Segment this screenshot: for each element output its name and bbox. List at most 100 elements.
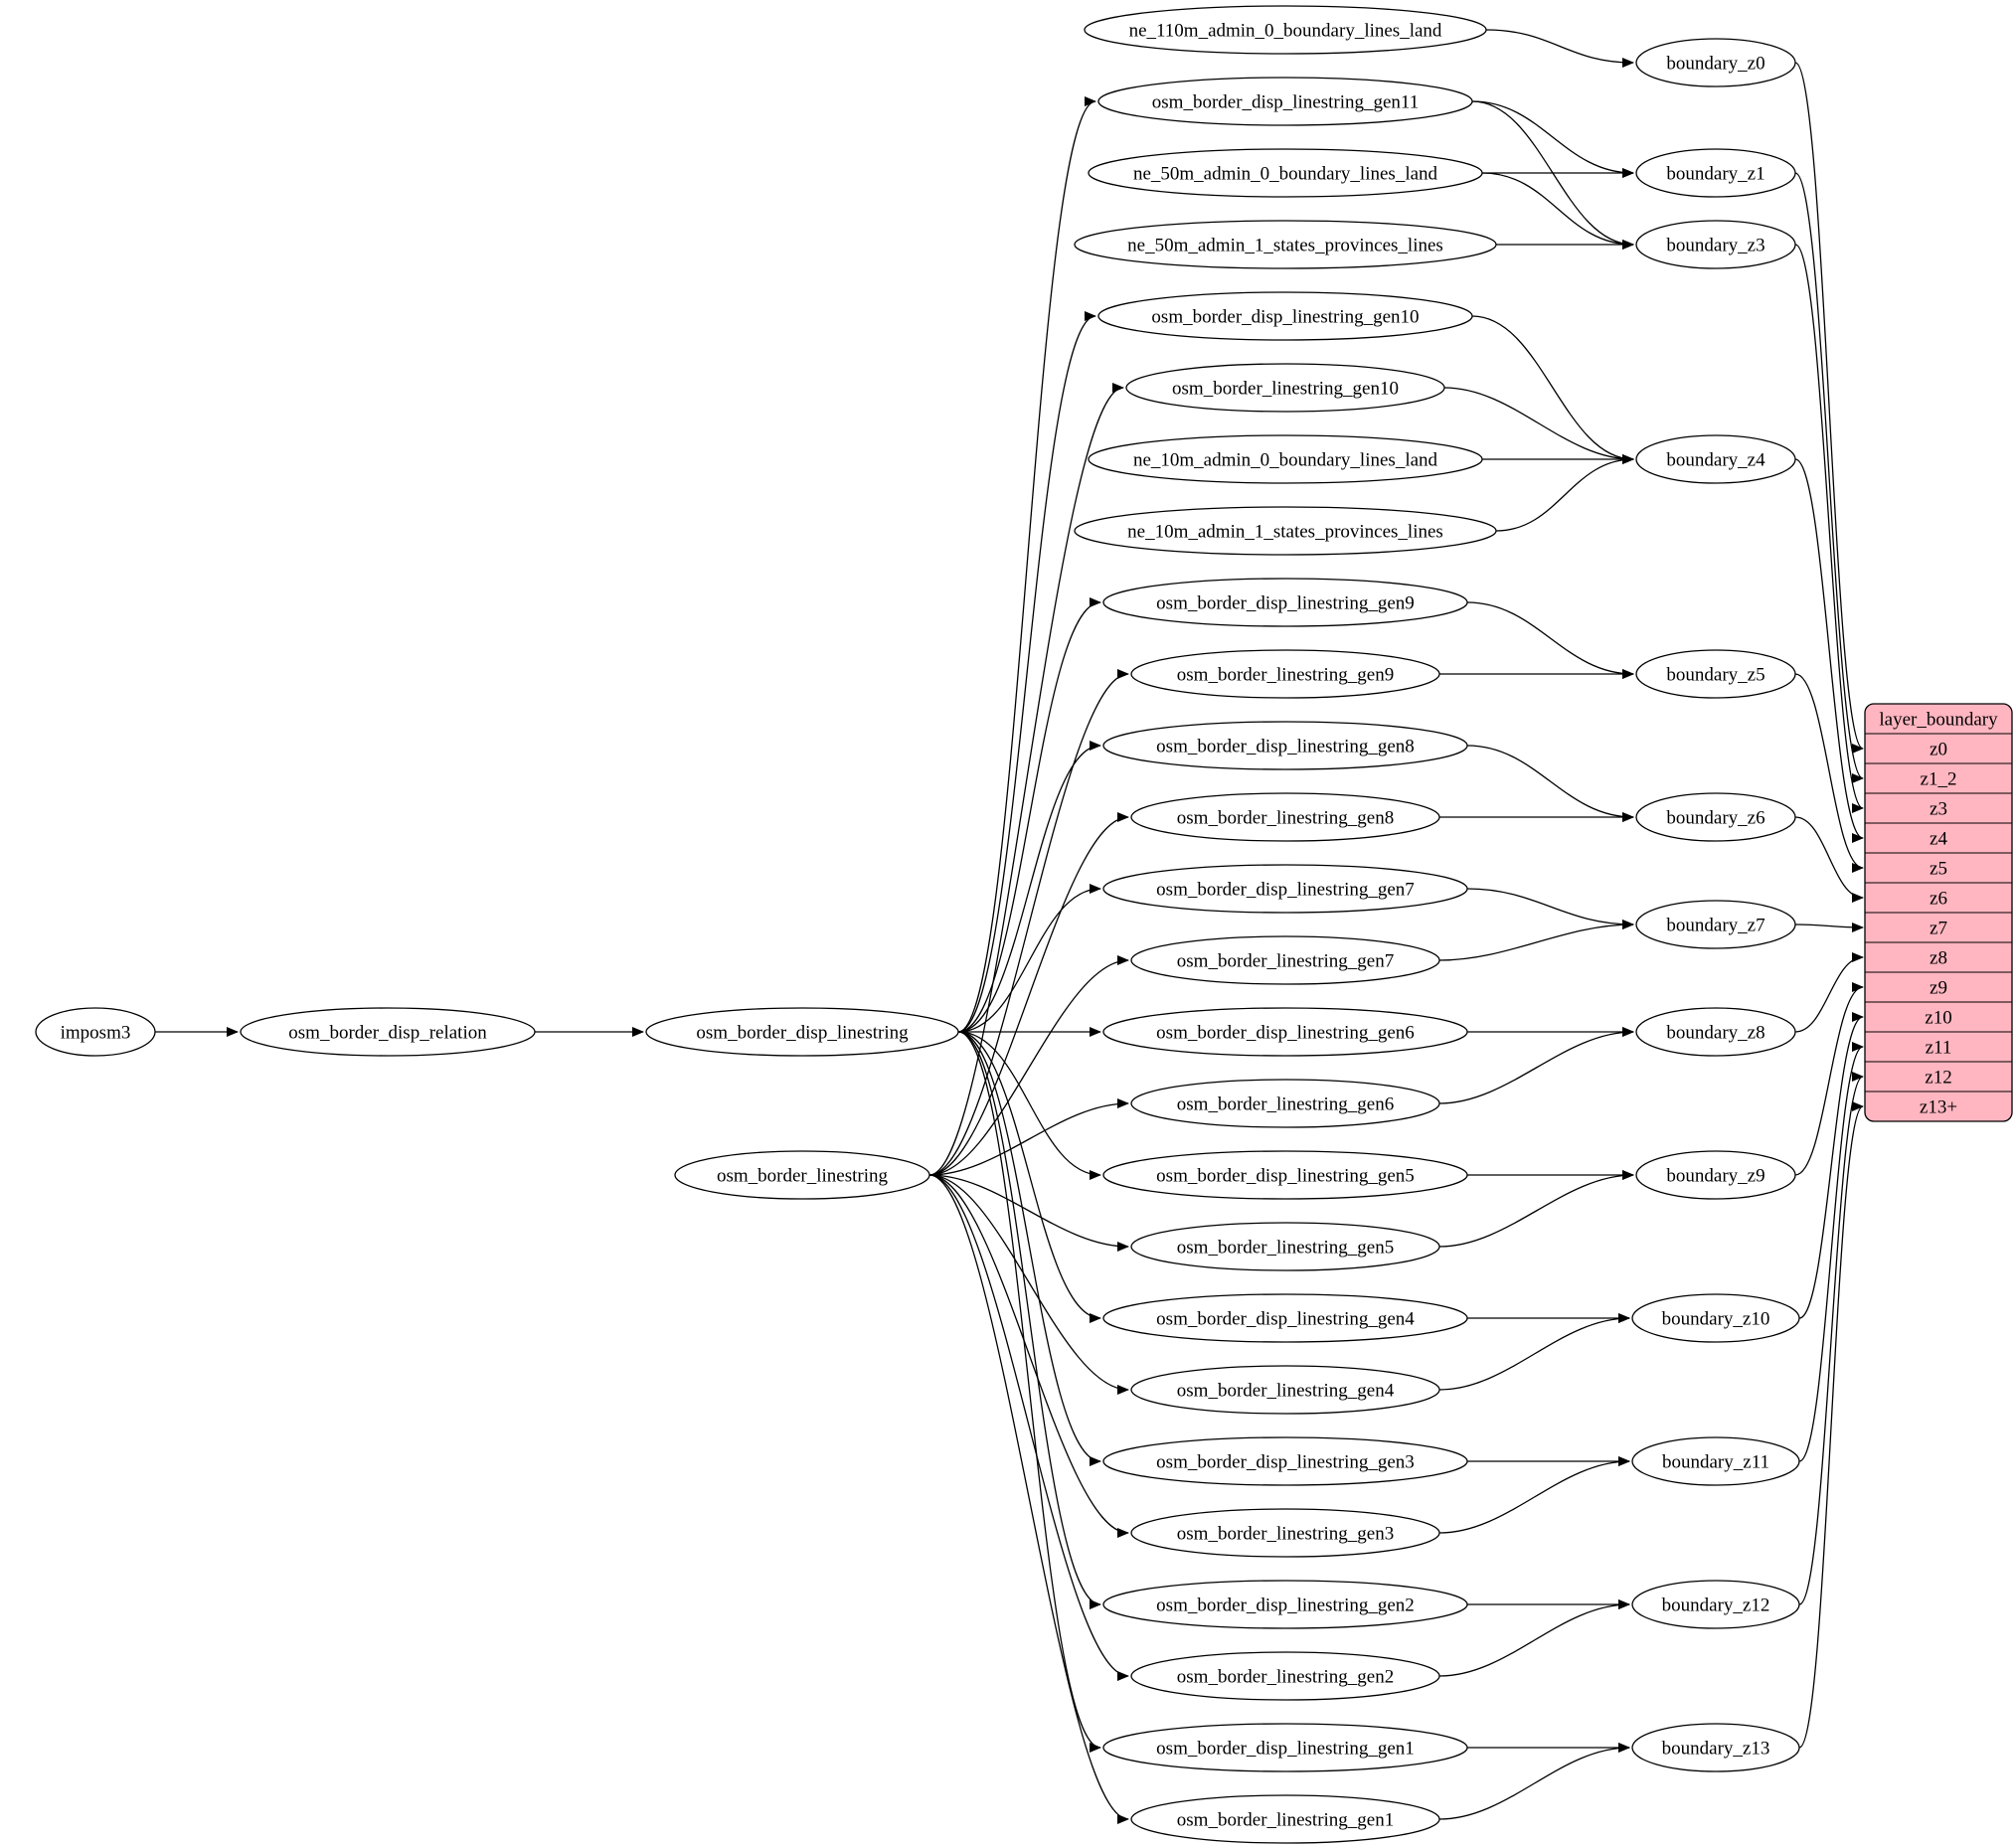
node-osm_border_linestring: osm_border_linestring xyxy=(674,1150,930,1200)
edge-osm_border_linestring_gen10-boundary_z4 xyxy=(1443,387,1634,464)
node-label-boundary_z0: boundary_z0 xyxy=(1666,54,1764,75)
node-label-boundary_z8: boundary_z8 xyxy=(1666,1023,1764,1044)
node-boundary_z12: boundary_z12 xyxy=(1631,1580,1800,1629)
edge-osm_border_disp_linestring_gen11-boundary_z1 xyxy=(1471,100,1634,178)
node-boundary_z1: boundary_z1 xyxy=(1635,148,1796,198)
node-label-osm_border_linestring_gen9: osm_border_linestring_gen9 xyxy=(1177,665,1394,686)
node-shape-osm_border_linestring xyxy=(674,1150,930,1200)
edge-osm_border_linestring-osm_border_linestring_gen9 xyxy=(928,669,1129,1176)
node-shape-osm_border_disp_linestring_gen6 xyxy=(1102,1007,1468,1057)
node-osm_border_linestring_gen2: osm_border_linestring_gen2 xyxy=(1130,1651,1440,1701)
node-shape-osm_border_linestring_gen10 xyxy=(1125,363,1445,413)
edge-osm_border_disp_linestring-osm_border_disp_linestring_gen7 xyxy=(957,884,1101,1033)
node-label-osm_border_disp_linestring_gen10: osm_border_disp_linestring_gen10 xyxy=(1151,307,1419,328)
node-boundary_z7: boundary_z7 xyxy=(1635,900,1796,949)
node-label-osm_border_linestring: osm_border_linestring xyxy=(717,1166,889,1187)
node-osm_border_linestring_gen6: osm_border_linestring_gen6 xyxy=(1130,1079,1440,1128)
node-label-ne_110m_admin_0_boundary_lines_land: ne_110m_admin_0_boundary_lines_land xyxy=(1129,21,1442,42)
edge-layer xyxy=(155,29,1864,1824)
node-label-boundary_z13: boundary_z13 xyxy=(1662,1739,1770,1760)
edge-boundary_z1-layer_boundary-z1_2 xyxy=(1794,172,1864,783)
node-ne_50m_admin_1_states_provinces_lines: ne_50m_admin_1_states_provinces_lines xyxy=(1074,220,1497,269)
node-ne_110m_admin_0_boundary_lines_land: ne_110m_admin_0_boundary_lines_land xyxy=(1084,5,1487,55)
node-label-osm_border_disp_linestring_gen1: osm_border_disp_linestring_gen1 xyxy=(1156,1739,1415,1760)
edge-osm_border_linestring-osm_border_linestring_gen5 xyxy=(928,1174,1129,1252)
node-label-osm_border_linestring_gen6: osm_border_linestring_gen6 xyxy=(1177,1094,1394,1115)
node-shape-boundary_z13 xyxy=(1631,1723,1800,1772)
node-label-boundary_z12: boundary_z12 xyxy=(1662,1596,1770,1616)
node-label-boundary_z9: boundary_z9 xyxy=(1666,1166,1764,1187)
node-osm_border_linestring_gen9: osm_border_linestring_gen9 xyxy=(1130,649,1440,699)
node-label-ne_50m_admin_0_boundary_lines_land: ne_50m_admin_0_boundary_lines_land xyxy=(1133,164,1438,185)
edge-osm_border_linestring-osm_border_linestring_gen4 xyxy=(928,1174,1129,1395)
node-osm_border_disp_linestring_gen7: osm_border_disp_linestring_gen7 xyxy=(1102,864,1468,914)
record-row-z6: z6 xyxy=(1930,889,1947,910)
node-label-osm_border_disp_linestring_gen5: osm_border_disp_linestring_gen5 xyxy=(1156,1166,1415,1187)
node-shape-osm_border_disp_linestring_gen3 xyxy=(1102,1436,1468,1486)
record-row-z0: z0 xyxy=(1930,740,1947,760)
edge-osm_border_disp_linestring_gen9-boundary_z5 xyxy=(1466,601,1634,679)
node-osm_border_linestring_gen10: osm_border_linestring_gen10 xyxy=(1125,363,1445,413)
edge-osm_border_disp_linestring_gen10-boundary_z4 xyxy=(1471,315,1634,464)
node-label-osm_border_linestring_gen4: osm_border_linestring_gen4 xyxy=(1177,1381,1395,1402)
node-boundary_z10: boundary_z10 xyxy=(1631,1293,1800,1343)
node-osm_border_disp_linestring_gen6: osm_border_disp_linestring_gen6 xyxy=(1102,1007,1468,1057)
edge-osm_border_linestring_gen5-boundary_z9 xyxy=(1438,1170,1634,1248)
node-osm_border_disp_linestring_gen1: osm_border_disp_linestring_gen1 xyxy=(1102,1723,1468,1772)
node-osm_border_linestring_gen1: osm_border_linestring_gen1 xyxy=(1130,1794,1440,1844)
node-ne_10m_admin_0_boundary_lines_land: ne_10m_admin_0_boundary_lines_land xyxy=(1088,434,1483,484)
node-label-osm_border_linestring_gen2: osm_border_linestring_gen2 xyxy=(1177,1667,1394,1688)
node-shape-osm_border_disp_linestring_gen5 xyxy=(1102,1150,1468,1200)
edge-boundary_z13-layer_boundary-z13+ xyxy=(1798,1101,1864,1749)
node-shape-boundary_z4 xyxy=(1635,434,1796,484)
node-label-osm_border_linestring_gen7: osm_border_linestring_gen7 xyxy=(1177,951,1394,972)
node-osm_border_linestring_gen7: osm_border_linestring_gen7 xyxy=(1130,935,1440,985)
node-osm_border_disp_linestring_gen2: osm_border_disp_linestring_gen2 xyxy=(1102,1580,1468,1629)
record-row-z5: z5 xyxy=(1930,859,1947,880)
node-boundary_z8: boundary_z8 xyxy=(1635,1007,1796,1057)
node-shape-osm_border_disp_linestring xyxy=(645,1007,959,1057)
node-label-boundary_z5: boundary_z5 xyxy=(1666,665,1764,686)
node-shape-ne_110m_admin_0_boundary_lines_land xyxy=(1084,5,1487,55)
node-shape-boundary_z5 xyxy=(1635,649,1796,699)
node-label-osm_border_disp_linestring_gen7: osm_border_disp_linestring_gen7 xyxy=(1156,880,1415,901)
node-shape-osm_border_linestring_gen7 xyxy=(1130,935,1440,985)
edge-osm_border_disp_linestring_gen8-boundary_z6 xyxy=(1466,745,1634,822)
edge-osm_border_disp_linestring-osm_border_disp_linestring_gen8 xyxy=(957,741,1101,1033)
edge-osm_border_linestring-osm_border_linestring_gen7 xyxy=(928,955,1129,1176)
edge-boundary_z0-layer_boundary-z0 xyxy=(1794,62,1864,754)
node-label-boundary_z11: boundary_z11 xyxy=(1662,1452,1769,1473)
node-shape-boundary_z8 xyxy=(1635,1007,1796,1057)
node-label-osm_border_linestring_gen10: osm_border_linestring_gen10 xyxy=(1172,379,1399,400)
node-shape-boundary_z11 xyxy=(1631,1436,1800,1486)
edge-ne_110m_admin_0_boundary_lines_land-boundary_z0 xyxy=(1485,29,1634,68)
edge-ne_50m_admin_0_boundary_lines_land-boundary_z3 xyxy=(1481,172,1634,250)
node-label-boundary_z4: boundary_z4 xyxy=(1666,450,1765,471)
node-shape-osm_border_disp_linestring_gen2 xyxy=(1102,1580,1468,1629)
node-label-ne_10m_admin_1_states_provinces_lines: ne_10m_admin_1_states_provinces_lines xyxy=(1127,522,1443,543)
node-label-osm_border_disp_linestring: osm_border_disp_linestring xyxy=(696,1023,909,1044)
node-boundary_z0: boundary_z0 xyxy=(1635,38,1796,87)
edge-osm_border_disp_linestring-osm_border_disp_linestring_gen1 xyxy=(957,1031,1101,1753)
node-label-boundary_z1: boundary_z1 xyxy=(1666,164,1764,185)
edge-osm_border_disp_linestring-osm_border_disp_linestring_gen5 xyxy=(957,1031,1101,1180)
edge-osm_border_linestring-osm_border_linestring_gen3 xyxy=(928,1174,1129,1538)
node-label-osm_border_linestring_gen1: osm_border_linestring_gen1 xyxy=(1177,1810,1394,1831)
node-shape-osm_border_linestring_gen3 xyxy=(1130,1508,1440,1558)
node-label-osm_border_disp_linestring_gen6: osm_border_disp_linestring_gen6 xyxy=(1156,1023,1415,1044)
node-shape-boundary_z10 xyxy=(1631,1293,1800,1343)
edge-boundary_z3-layer_boundary-z3 xyxy=(1794,244,1864,813)
node-shape-osm_border_disp_linestring_gen9 xyxy=(1102,578,1468,627)
node-label-boundary_z10: boundary_z10 xyxy=(1662,1309,1770,1330)
edge-osm_border_linestring-osm_border_linestring_gen1 xyxy=(928,1174,1129,1824)
edge-osm_border_disp_linestring-osm_border_disp_linestring_gen9 xyxy=(957,597,1101,1033)
node-shape-osm_border_linestring_gen9 xyxy=(1130,649,1440,699)
node-osm_border_disp_linestring_gen5: osm_border_disp_linestring_gen5 xyxy=(1102,1150,1468,1200)
node-label-osm_border_linestring_gen5: osm_border_linestring_gen5 xyxy=(1177,1238,1394,1259)
record-row-z3: z3 xyxy=(1930,799,1947,820)
record-row-z9: z9 xyxy=(1930,978,1947,999)
node-shape-osm_border_disp_linestring_gen1 xyxy=(1102,1723,1468,1772)
node-shape-osm_border_disp_linestring_gen10 xyxy=(1097,291,1473,341)
